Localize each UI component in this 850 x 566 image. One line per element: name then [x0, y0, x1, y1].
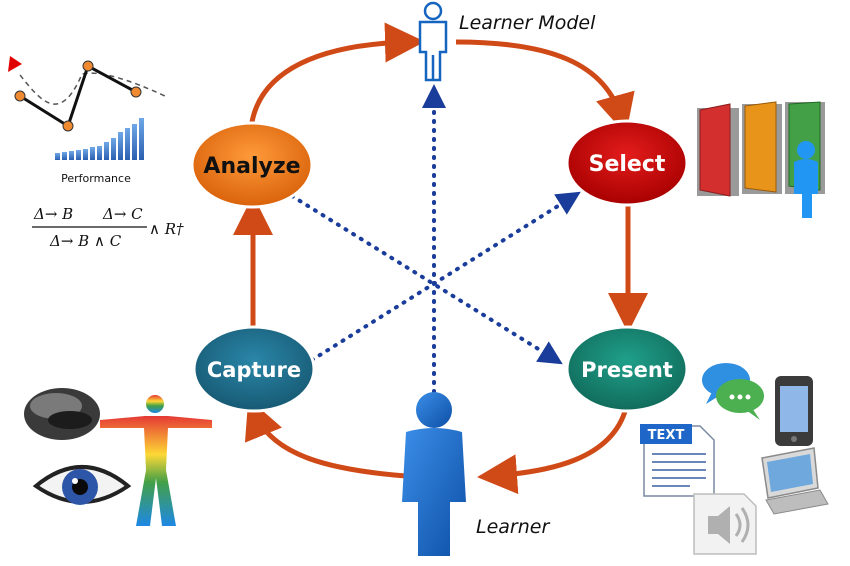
eye-icon: [32, 465, 132, 505]
learner-model-label: Learner Model: [459, 12, 596, 34]
performance-label: Performance: [61, 172, 131, 185]
dotted-capture-to-select: [310, 191, 581, 362]
chat-bubbles-icon: [702, 363, 764, 420]
laptop-icon: [761, 447, 829, 515]
learner-person-icon: [402, 392, 466, 556]
text-document-icon: TEXT: [640, 424, 715, 497]
node-analyze: Analyze: [190, 121, 314, 209]
inference-formula: Δ→ B Δ→ C Δ→ B ∧ C ∧ R†: [32, 205, 184, 250]
arrow-present-to-learner: [477, 407, 629, 495]
arrow-model-to-select: [455, 39, 635, 135]
formula-denominator: Δ→ B ∧ C: [49, 232, 122, 250]
formula-num-right: Δ→ C: [102, 205, 143, 223]
dotted-arrows: [290, 84, 581, 394]
formula-tail: ∧ R†: [149, 220, 184, 238]
arrow-learner-to-capture: [244, 398, 407, 479]
doors-icon: [697, 101, 825, 218]
formula-num-left: Δ→ B: [33, 205, 73, 223]
learner-label: Learner: [476, 516, 550, 538]
node-analyze-label: Analyze: [203, 154, 300, 179]
node-present: Present: [565, 325, 689, 413]
learner-model-person-icon: [418, 1, 448, 82]
node-capture-label: Capture: [207, 358, 301, 382]
door-person-icon: [794, 141, 818, 218]
node-present-label: Present: [581, 358, 673, 382]
dotted-analyze-to-present: [290, 194, 563, 365]
cycle-arrows: [233, 22, 648, 495]
speaker-icon: [693, 493, 757, 555]
mouse-icon: [24, 388, 100, 440]
text-document-label: TEXT: [648, 428, 685, 443]
thermal-body-icon: [100, 395, 212, 526]
phone-icon: [775, 376, 813, 446]
performance-bars: [55, 118, 144, 160]
performance-chart-icon: Performance: [8, 56, 166, 185]
node-select-label: Select: [589, 152, 666, 177]
node-capture: Capture: [192, 325, 316, 413]
arrow-analyze-to-model: [249, 22, 425, 123]
node-select: Select: [565, 119, 689, 207]
